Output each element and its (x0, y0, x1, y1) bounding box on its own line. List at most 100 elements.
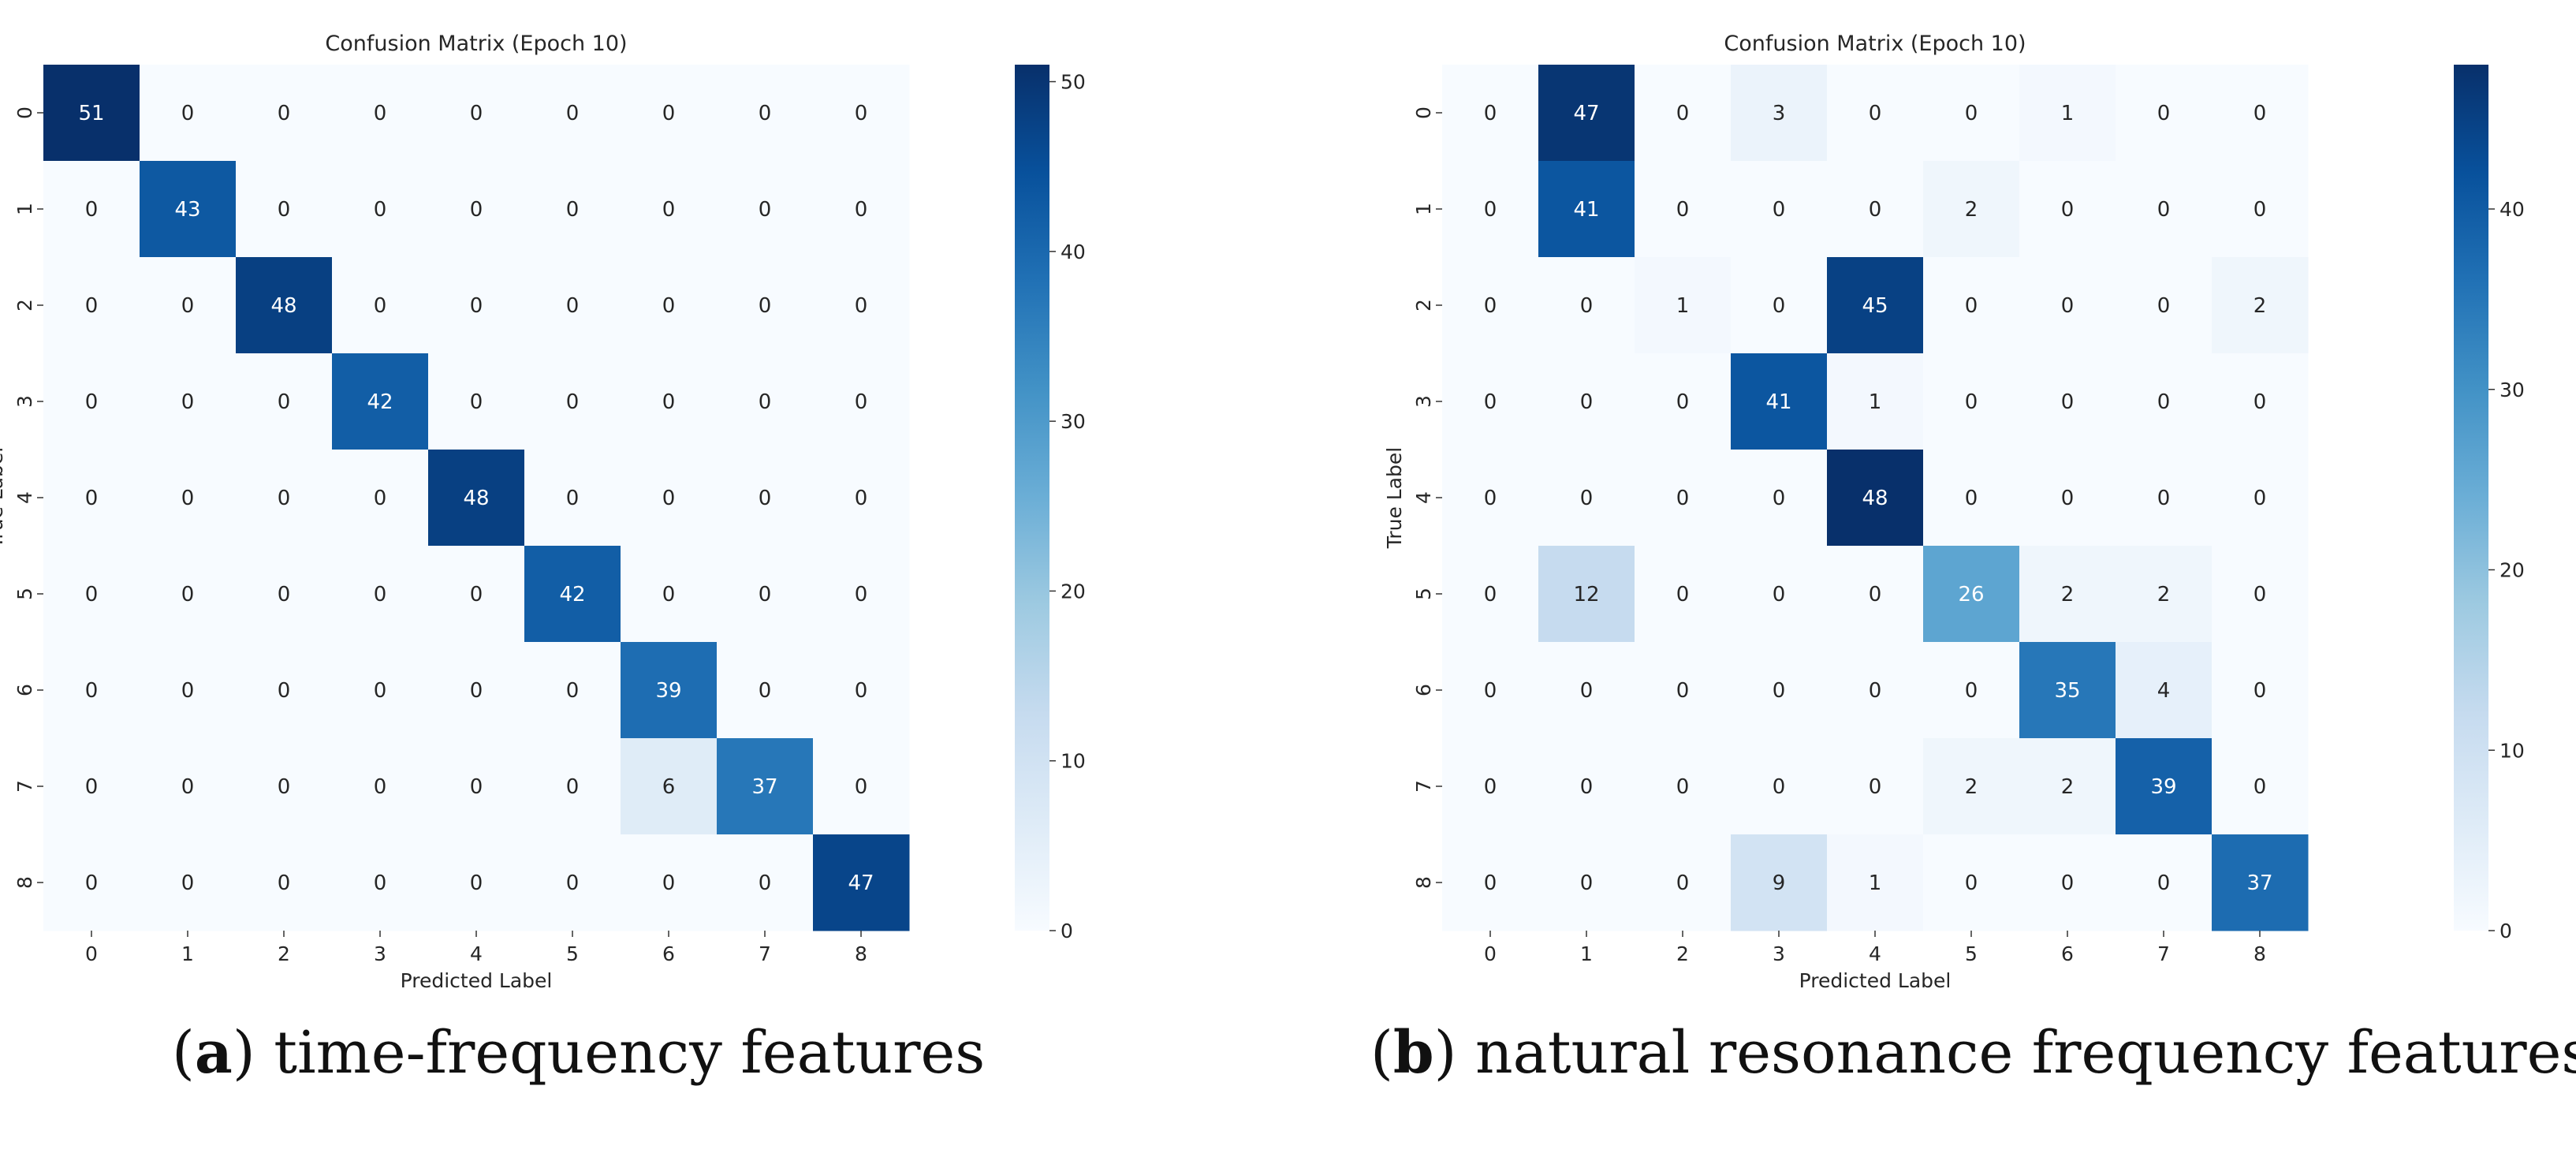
cell-value-label: 0 (1965, 871, 1978, 895)
cell-value-label: 48 (463, 487, 489, 510)
heatmap-cell (1923, 450, 2020, 547)
heatmap-cell (1442, 65, 1539, 162)
heatmap-cell (1442, 738, 1539, 835)
cell-value-label: 0 (181, 294, 195, 318)
cell-value-label: 9 (1773, 871, 1786, 895)
cell-value-label: 0 (1580, 390, 1594, 414)
heatmap-cell (1442, 450, 1539, 547)
cell-value-label: 4 (2157, 679, 2171, 703)
cell-value-label: 0 (2157, 102, 2171, 125)
heatmap-cell (524, 450, 621, 547)
heatmap-cell (1731, 257, 1828, 354)
cell-value-label: 2 (2061, 583, 2075, 606)
cell-value-label: 0 (566, 679, 580, 703)
heatmap-cell (1923, 738, 2020, 835)
heatmap-cell (621, 450, 718, 547)
heatmap-cell (1635, 161, 1732, 258)
y-tick-label: 4 (1412, 491, 1435, 504)
cell-value-label: 0 (278, 487, 291, 510)
heatmap-cell (621, 546, 718, 643)
heatmap-cell (1827, 546, 1924, 643)
cell-value-label: 0 (1676, 487, 1690, 510)
cell-value-label: 0 (1676, 102, 1690, 125)
cell-value-label: 0 (1869, 102, 1882, 125)
cell-value-label: 0 (2254, 390, 2267, 414)
heatmap-cell (1731, 450, 1828, 547)
heatmap-cell (1923, 834, 2020, 931)
heatmap-cell (1635, 738, 1732, 835)
heatmap-cell (2116, 738, 2213, 835)
cell-value-label: 0 (2061, 871, 2075, 895)
cell-value-label: 0 (374, 294, 387, 318)
heatmap-cell (2019, 642, 2116, 739)
cell-value-label: 0 (278, 871, 291, 895)
cell-value-label: 0 (85, 390, 99, 414)
cell-value-label: 0 (855, 775, 868, 799)
y-tick-label: 0 (13, 106, 36, 119)
caption-letter: b (1393, 1019, 1434, 1087)
heatmap-cell (428, 161, 525, 258)
cell-value-label: 0 (1484, 198, 1497, 222)
x-tick-label: 0 (85, 942, 98, 965)
cell-value-label: 0 (374, 871, 387, 895)
colorbar-tick-label: 20 (1061, 580, 1086, 603)
x-tick-label: 4 (470, 942, 483, 965)
caption-open-paren: ( (1370, 1019, 1393, 1087)
x-tick-label: 5 (566, 942, 579, 965)
cell-value-label: 0 (2254, 679, 2267, 703)
heatmap-cell (2019, 161, 2116, 258)
cell-value-label: 2 (2157, 583, 2171, 606)
x-tick-label: 2 (278, 942, 290, 965)
heatmap-cell (43, 353, 140, 450)
heatmap-cell (1538, 450, 1635, 547)
cell-value-label: 0 (662, 198, 676, 222)
heatmap-cell (236, 353, 333, 450)
x-tick-label: 7 (2157, 942, 2170, 965)
heatmap-cell (428, 257, 525, 354)
heatmap-cell (236, 834, 333, 931)
y-tick-label: 1 (1412, 203, 1435, 215)
heatmap-cell (2116, 161, 2213, 258)
heatmap-cell (1538, 546, 1635, 643)
heatmap-cell (2019, 65, 2116, 162)
heatmap-cell (1538, 65, 1635, 162)
cell-value-label: 0 (85, 294, 99, 318)
heatmap-cell (2212, 161, 2309, 258)
cell-value-label: 0 (1580, 679, 1594, 703)
heatmap-cell (621, 642, 718, 739)
cell-value-label: 0 (2157, 390, 2171, 414)
heatmap-cell (1635, 65, 1732, 162)
cell-value-label: 0 (470, 198, 483, 222)
cell-value-label: 0 (470, 390, 483, 414)
x-tick-label: 0 (1484, 942, 1497, 965)
heatmap-cell (2019, 546, 2116, 643)
heatmap-cell (1538, 642, 1635, 739)
cell-value-label: 0 (374, 679, 387, 703)
chart-title: Confusion Matrix (Epoch 10) (325, 32, 627, 56)
heatmap-cell (813, 834, 910, 931)
cell-value-label: 0 (181, 775, 195, 799)
cell-value-label: 1 (1869, 871, 1882, 895)
heatmap-cell (2116, 257, 2213, 354)
heatmap-cell (1923, 65, 2020, 162)
x-tick-label: 1 (1580, 942, 1593, 965)
cell-value-label: 41 (1765, 390, 1791, 414)
heatmap-cell (717, 546, 814, 643)
cell-value-label: 0 (85, 198, 99, 222)
cell-value-label: 0 (759, 102, 772, 125)
y-tick-label: 5 (13, 588, 36, 600)
cell-value-label: 0 (85, 583, 99, 606)
cell-value-label: 0 (855, 390, 868, 414)
heatmap-cell (1827, 65, 1924, 162)
cell-value-label: 0 (1773, 294, 1786, 318)
cell-value-label: 0 (2254, 487, 2267, 510)
cell-value-label: 51 (78, 102, 104, 125)
heatmap-cell (1827, 257, 1924, 354)
cell-value-label: 0 (1676, 679, 1690, 703)
heatmap-cell (1635, 546, 1732, 643)
cell-value-label: 0 (759, 198, 772, 222)
heatmap-cell (1923, 161, 2020, 258)
heatmap-cell (1731, 738, 1828, 835)
cell-value-label: 0 (2254, 102, 2267, 125)
heatmap-cell (717, 65, 814, 162)
